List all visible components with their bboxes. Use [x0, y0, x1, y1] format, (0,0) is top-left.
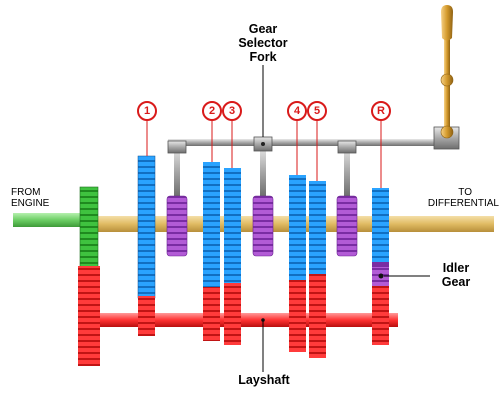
gear-selector-fork-label: Gear Selector Fork: [238, 22, 288, 64]
selector-fork-1-2: [174, 146, 180, 196]
synchro-collar-1-2: [166, 195, 188, 257]
main-gear-4: [289, 175, 306, 280]
from-engine-label: FROM ENGINE: [11, 187, 50, 209]
lay-gear-r: [372, 285, 389, 345]
input-shaft: [13, 213, 83, 227]
main-gear-1: [137, 155, 156, 299]
selector-fork-3-4: [260, 146, 266, 196]
lay-gear-2: [203, 287, 220, 341]
selector-forks: [167, 136, 357, 196]
gear-lever: [433, 5, 460, 150]
selector-rod: [168, 139, 440, 146]
layshaft-label: Layshaft: [238, 373, 290, 387]
layshaft-drive-gear: [78, 266, 100, 366]
gear-badge-5: 5: [307, 101, 327, 121]
gear-badge-r: R: [371, 101, 391, 121]
badge-stems: [146, 118, 382, 188]
lay-gear-4: [289, 280, 306, 352]
lay-gear-3: [224, 283, 241, 345]
main-gear-2: [203, 162, 220, 288]
gear-badge-3: 3: [222, 101, 242, 121]
idler-gear: [372, 262, 389, 286]
selector-fork-5-r: [344, 146, 350, 196]
idler-gear-label: Idler Gear: [441, 261, 471, 289]
lay-gear-5: [309, 274, 326, 358]
synchro-collar-5-r: [336, 195, 358, 257]
to-differential-label: TO DIFFERENTIAL: [427, 187, 499, 209]
synchro-collar-3-4: [252, 195, 274, 257]
gear-badge-2: 2: [202, 101, 222, 121]
gear-badge-4: 4: [287, 101, 307, 121]
main-gear-5: [309, 181, 326, 275]
gear-badge-1: 1: [137, 101, 157, 121]
lay-gear-1: [138, 296, 155, 336]
input-gear: [79, 186, 99, 268]
main-gear-r: [372, 188, 389, 266]
main-gear-3: [224, 168, 241, 284]
